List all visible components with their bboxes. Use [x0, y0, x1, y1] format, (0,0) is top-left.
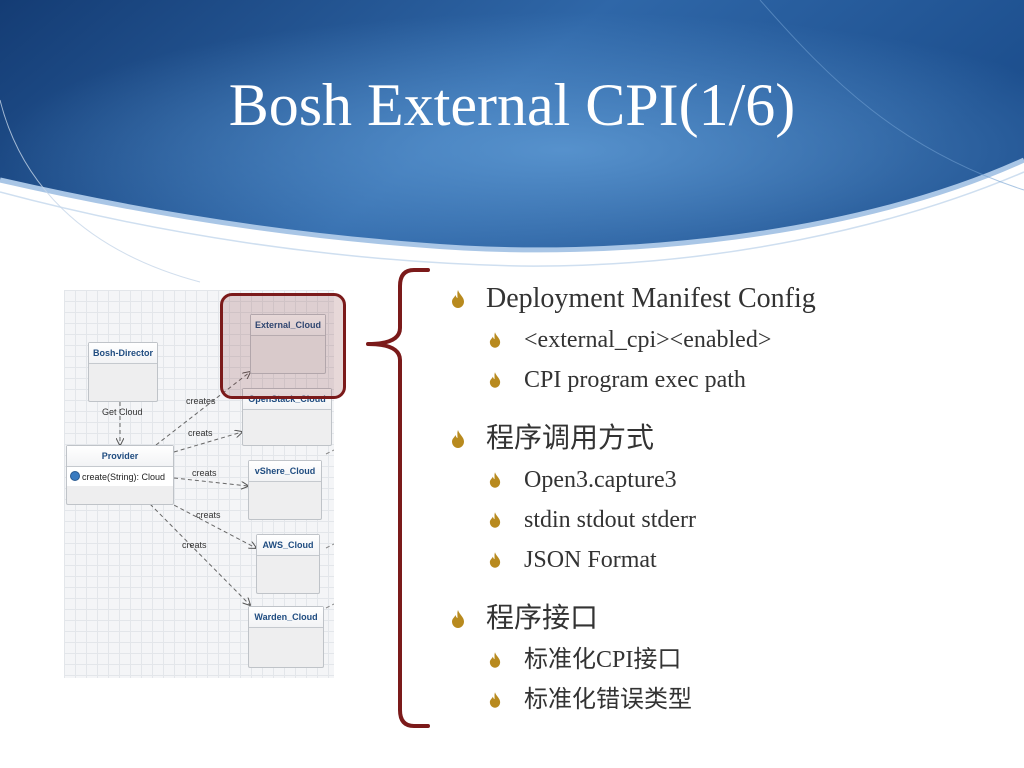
edge-creats-vshere — [173, 477, 248, 486]
edge-label-creats: creats — [188, 428, 213, 438]
bullet-text: 程序接口 — [486, 603, 599, 634]
slide-title: Bosh External CPI(1/6) — [228, 72, 796, 138]
bullet-text: JSON Format — [524, 547, 657, 573]
external-cloud-box: External_Cloud — [250, 314, 326, 374]
vshere-cloud-label: vShere_Cloud — [249, 461, 321, 482]
sub-bullet-item: CPI program exec path — [448, 360, 1008, 400]
bullet-item: Deployment Manifest Config — [448, 280, 1008, 318]
edge-partial-1 — [325, 449, 334, 455]
flame-bullet-icon — [489, 512, 501, 528]
sub-bullet-item: JSON Format — [448, 540, 1008, 580]
aws-cloud-label: AWS_Cloud — [257, 535, 319, 556]
bullet-text: 程序调用方式 — [486, 423, 655, 454]
edge-partial-3 — [325, 603, 334, 609]
external-cloud-highlight — [220, 293, 346, 399]
flame-bullet-icon — [452, 290, 464, 308]
sub-bullet-item: Open3.capture3 — [448, 460, 1008, 500]
header-background — [0, 0, 1024, 283]
external-cloud-label: External_Cloud — [251, 315, 325, 336]
diagram-connectors — [64, 290, 334, 609]
vshere-cloud-box: vShere_Cloud — [248, 460, 322, 520]
openstack-cloud-label: OpenStack_Cloud — [243, 389, 331, 410]
bosh-director-box: Bosh-Director — [88, 342, 158, 402]
flame-bullet-icon — [489, 692, 501, 708]
bullet-item: 程序调用方式 — [448, 420, 1008, 458]
edge-label-creats: creats — [192, 468, 217, 478]
edge-label-creats: creats — [196, 510, 221, 520]
edge-creates-external — [155, 372, 250, 446]
provider-label: Provider — [67, 446, 173, 467]
provider-operation: create(String): Cloud — [82, 472, 166, 482]
edge-label-creates: creates — [186, 396, 216, 406]
method-globe-icon — [70, 471, 80, 481]
sub-bullet-item: 标准化CPI接口 — [448, 640, 1008, 680]
edge-creats-warden — [149, 503, 250, 605]
flame-bullet-icon — [489, 372, 501, 388]
bullet-text: <external_cpi><enabled> — [524, 327, 772, 353]
flame-bullet-icon — [489, 332, 501, 348]
bullet-text: CPI program exec path — [524, 367, 746, 393]
bullet-text: Deployment Manifest Config — [486, 283, 816, 314]
flame-bullet-icon — [452, 610, 464, 628]
bosh-director-label: Bosh-Director — [89, 343, 157, 364]
aws-cloud-box: AWS_Cloud — [256, 534, 320, 594]
curly-bracket — [366, 268, 430, 728]
bullet-text: stdin stdout stderr — [524, 507, 696, 533]
flame-bullet-icon — [452, 430, 464, 448]
edge-label-get-cloud: Get Cloud — [102, 407, 143, 417]
flame-bullet-icon — [489, 652, 501, 668]
flame-bullet-icon — [489, 552, 501, 568]
bullet-text: Open3.capture3 — [524, 467, 677, 493]
bullet-text: 标准化错误类型 — [524, 687, 692, 713]
sub-bullet-item: stdin stdout stderr — [448, 500, 1008, 540]
bullet-item: 程序接口 — [448, 600, 1008, 638]
edge-creats-openstack — [173, 432, 242, 453]
edge-creats-aws — [167, 501, 256, 548]
edge-label-creats: creats — [182, 540, 207, 550]
sub-bullet-item: 标准化错误类型 — [448, 680, 1008, 720]
flame-bullet-icon — [489, 472, 501, 488]
provider-box: Provider create(String): Cloud — [66, 445, 174, 505]
bullet-list: Deployment Manifest Config <external_cpi>… — [448, 280, 1008, 720]
bullet-text: 标准化CPI接口 — [524, 647, 682, 673]
warden-cloud-label: Warden_Cloud — [249, 607, 323, 628]
sub-bullet-item: <external_cpi><enabled> — [448, 320, 1008, 360]
edge-partial-2 — [325, 543, 334, 549]
warden-cloud-box: Warden_Cloud — [248, 606, 324, 668]
